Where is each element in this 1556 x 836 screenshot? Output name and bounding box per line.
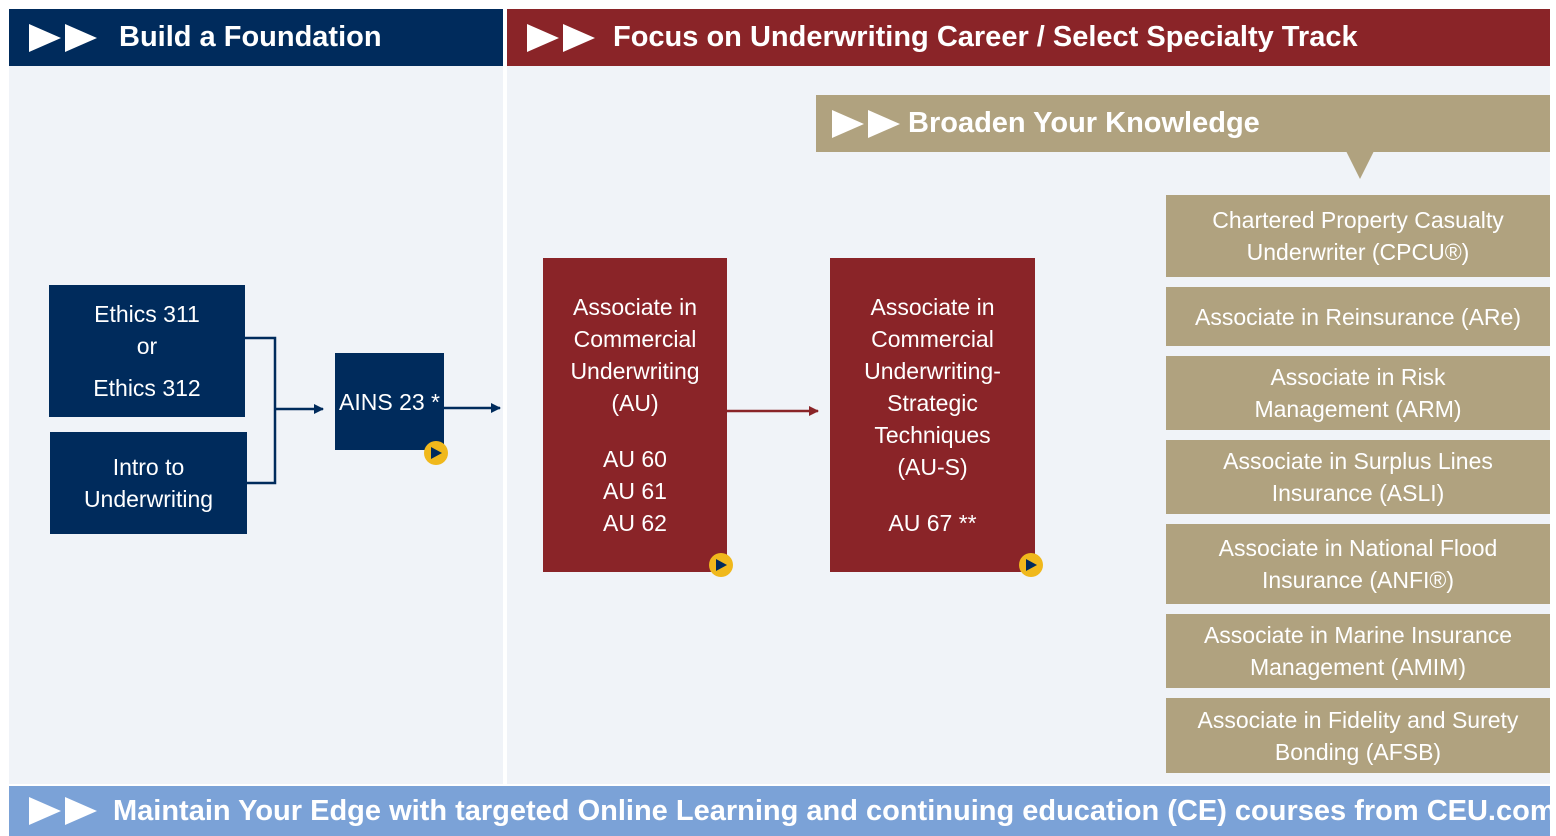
designation-asli[interactable]: Associate in Surplus Lines Insurance (AS…	[1166, 440, 1550, 514]
course-label: Underwriting	[83, 486, 214, 512]
footer-maintain-edge: Maintain Your Edge with targeted Online …	[9, 786, 1556, 836]
course-box-intro-underwriting[interactable]: Intro to Underwriting	[50, 432, 247, 534]
course-code: AU 67 **	[888, 510, 977, 536]
program-label: Associate in	[870, 294, 995, 320]
play-icon[interactable]	[709, 553, 733, 577]
designation-label: Associate in Marine Insurance	[1203, 622, 1513, 648]
program-label: Strategic	[887, 390, 978, 416]
double-arrow-icon	[29, 797, 97, 825]
play-icon[interactable]	[1019, 553, 1043, 577]
designation-anfi[interactable]: Associate in National Flood Insurance (A…	[1166, 524, 1550, 604]
double-arrow-icon	[527, 23, 595, 52]
program-label: Techniques	[874, 422, 991, 448]
course-box-ains23[interactable]: AINS 23 *	[335, 353, 444, 450]
designation-label: Associate in National Flood	[1218, 535, 1498, 561]
program-label: Associate in	[572, 294, 697, 320]
course-label: Ethics 311	[94, 301, 200, 327]
program-label: (AU)	[611, 390, 659, 416]
designation-label: Insurance (ASLI)	[1271, 480, 1445, 506]
program-box-au[interactable]: Associate in Commercial Underwriting (AU…	[543, 258, 727, 572]
designation-amim[interactable]: Associate in Marine Insurance Management…	[1166, 614, 1550, 688]
designation-afsb[interactable]: Associate in Fidelity and Surety Bonding…	[1166, 698, 1550, 773]
double-arrow-icon	[29, 23, 97, 52]
program-label: Commercial	[573, 326, 697, 352]
designation-label: Chartered Property Casualty	[1212, 207, 1504, 233]
program-label: (AU-S)	[897, 454, 968, 480]
program-label: Underwriting	[570, 358, 700, 384]
designation-label: Associate in Risk	[1270, 364, 1446, 390]
designation-arm[interactable]: Associate in Risk Management (ARM)	[1166, 356, 1550, 430]
course-code: AU 60	[603, 446, 667, 472]
header-broaden-knowledge: Broaden Your Knowledge	[816, 95, 1550, 152]
program-label: Commercial	[871, 326, 994, 352]
designation-are[interactable]: Associate in Reinsurance (ARe)	[1166, 287, 1550, 346]
designation-label: Management (AMIM)	[1249, 654, 1466, 680]
header-build-foundation: Build a Foundation	[9, 9, 503, 66]
designation-label: Associate in Reinsurance (ARe)	[1195, 303, 1521, 330]
header-title: Broaden Your Knowledge	[908, 107, 1260, 139]
program-box-au-s[interactable]: Associate in Commercial Underwriting- St…	[830, 258, 1035, 572]
footer-text: Maintain Your Edge with targeted Online …	[113, 794, 1556, 827]
course-label: Ethics 312	[93, 375, 201, 401]
designation-label: Management (ARM)	[1254, 396, 1462, 422]
broaden-pointer	[1346, 151, 1374, 179]
header-focus-career: Focus on Underwriting Career / Select Sp…	[507, 9, 1550, 66]
double-arrow-icon	[832, 109, 900, 138]
course-code: AU 61	[603, 478, 667, 504]
designation-label: Bonding (AFSB)	[1274, 738, 1442, 765]
program-label: Underwriting-	[864, 358, 1001, 384]
designation-label: Associate in Fidelity and Surety	[1197, 706, 1519, 733]
play-icon[interactable]	[424, 441, 448, 465]
designation-cpcu[interactable]: Chartered Property Casualty Underwriter …	[1166, 195, 1550, 277]
header-title: Build a Foundation	[119, 21, 382, 53]
course-label: AINS 23 *	[339, 388, 440, 415]
designation-label: Associate in Surplus Lines	[1223, 448, 1493, 474]
header-title: Focus on Underwriting Career / Select Sp…	[613, 21, 1358, 53]
designation-label: Insurance (ANFI®)	[1261, 567, 1455, 593]
designation-label: Underwriter (CPCU®)	[1246, 239, 1470, 265]
course-box-ethics[interactable]: Ethics 311 or Ethics 312	[49, 285, 245, 417]
course-label: Intro to	[112, 454, 185, 480]
course-code: AU 62	[603, 510, 667, 536]
course-label: or	[136, 333, 158, 359]
